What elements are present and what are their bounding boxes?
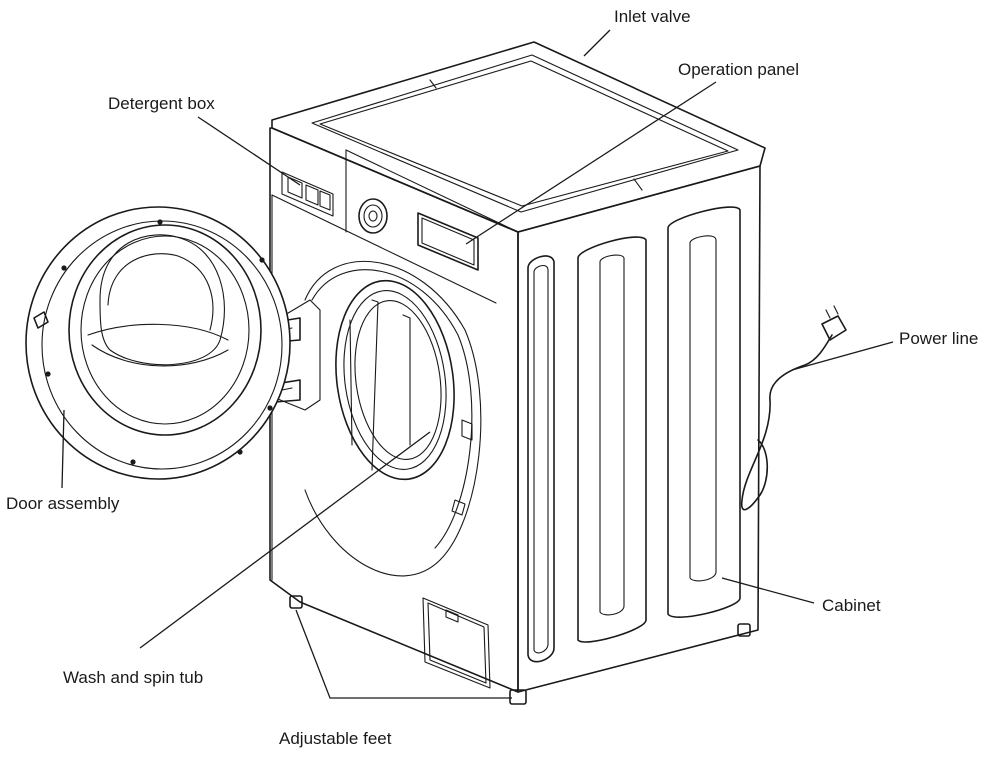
detergent-box	[281, 171, 334, 217]
control-knob	[358, 198, 388, 234]
label-wash-and-spin-tub: Wash and spin tub	[63, 668, 204, 687]
side-cabinet	[517, 165, 761, 693]
label-detergent-box: Detergent box	[108, 94, 215, 113]
porthole	[304, 260, 482, 577]
front-face	[269, 127, 519, 693]
door-assembly	[25, 206, 291, 480]
leader-lines	[61, 29, 894, 699]
label-power-line: Power line	[899, 329, 979, 348]
label-inlet-valve: Inlet valve	[614, 7, 691, 26]
label-operation-panel: Operation panel	[678, 60, 799, 79]
label-door-assembly: Door assembly	[6, 494, 120, 513]
power-cord	[740, 305, 847, 511]
label-cabinet: Cabinet	[822, 596, 881, 615]
adjustable-feet	[289, 595, 751, 705]
label-adjustable-feet: Adjustable feet	[279, 729, 392, 748]
display-window	[417, 212, 479, 271]
